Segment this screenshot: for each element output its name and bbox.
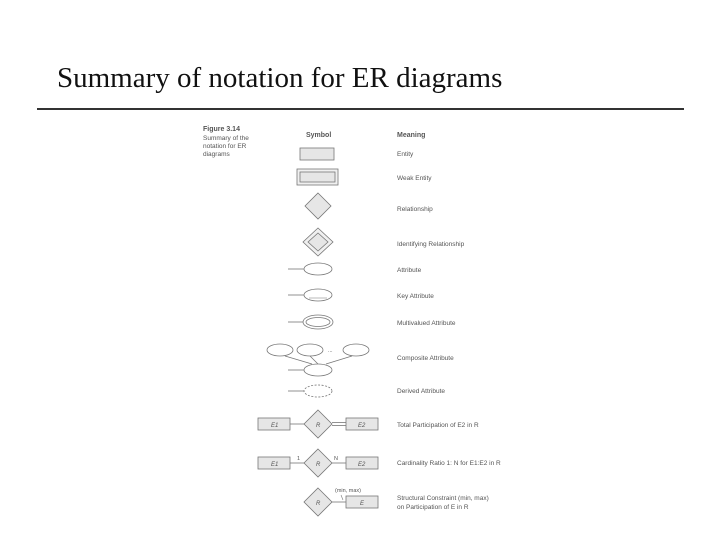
- cardinality-one-label: 1: [297, 456, 300, 462]
- cardinality-diamond: [303, 448, 333, 478]
- structural-constraint-r-label: R: [316, 501, 321, 507]
- composite-dots-label: ...: [328, 348, 333, 354]
- meaning-entity: Entity: [397, 151, 414, 158]
- cardinality-r-label: R: [316, 462, 321, 468]
- meaning-multivalued-attribute: Multivalued Attribute: [397, 320, 456, 327]
- composite-sub-attribute-right: [342, 343, 370, 357]
- meaning-structural-constraint-line2: on Participation of E in R: [397, 504, 469, 511]
- total-participation-e2-box: [345, 417, 379, 431]
- cardinality-n-label: N: [334, 456, 338, 462]
- multivalued-attribute-symbol: [302, 314, 334, 330]
- meaning-relationship: Relationship: [397, 206, 433, 213]
- meaning-structural-constraint: Structural Constraint (min, max): [397, 495, 489, 502]
- cardinality-e1-label: E1: [271, 462, 278, 468]
- meaning-cardinality-ratio: Cardinality Ratio 1: N for E1:E2 in R: [397, 460, 501, 467]
- meaning-column-header: Meaning: [397, 132, 425, 139]
- derived-attribute-symbol: [303, 384, 333, 398]
- composite-sub-attribute-left: [266, 343, 294, 357]
- meaning-composite-attribute: Composite Attribute: [397, 355, 454, 362]
- structural-constraint-e-label: E: [360, 501, 365, 507]
- title-divider: [37, 108, 684, 110]
- symbol-column-header: Symbol: [306, 132, 331, 139]
- total-participation-diamond: [303, 409, 333, 439]
- meaning-key-attribute: Key Attribute: [397, 293, 434, 300]
- figure-caption-label: Figure 3.14: [203, 126, 240, 133]
- meaning-derived-attribute: Derived Attribute: [397, 388, 445, 395]
- composite-sub-attribute-middle: [296, 343, 324, 357]
- figure-caption-line3: diagrams: [203, 151, 230, 158]
- total-participation-e2-label: E2: [358, 423, 366, 429]
- structural-constraint-diamond: [303, 487, 333, 517]
- total-participation-e1-label: E1: [271, 423, 278, 429]
- structural-constraint-e-box: [345, 495, 379, 509]
- figure-caption-line2: notation for ER: [203, 143, 247, 150]
- meaning-attribute: Attribute: [397, 267, 422, 274]
- attribute-symbol: [303, 262, 333, 276]
- meaning-total-participation: Total Participation of E2 in R: [397, 422, 479, 429]
- meaning-weak-entity: Weak Entity: [397, 175, 432, 182]
- relationship-symbol: [304, 192, 332, 220]
- key-attribute-symbol: [303, 288, 333, 302]
- figure-caption-line1: Summary of the: [203, 135, 249, 142]
- entity-symbol: [299, 147, 335, 161]
- structural-constraint-minmax-label: (min, max): [335, 488, 361, 494]
- meaning-identifying-relationship: Identifying Relationship: [397, 241, 465, 248]
- total-participation-r-label: R: [316, 423, 321, 429]
- slide-title: Summary of notation for ER diagrams: [57, 62, 503, 94]
- composite-attribute-symbol: [303, 363, 333, 377]
- cardinality-e2-label: E2: [358, 462, 366, 468]
- cardinality-e2-box: [345, 456, 379, 470]
